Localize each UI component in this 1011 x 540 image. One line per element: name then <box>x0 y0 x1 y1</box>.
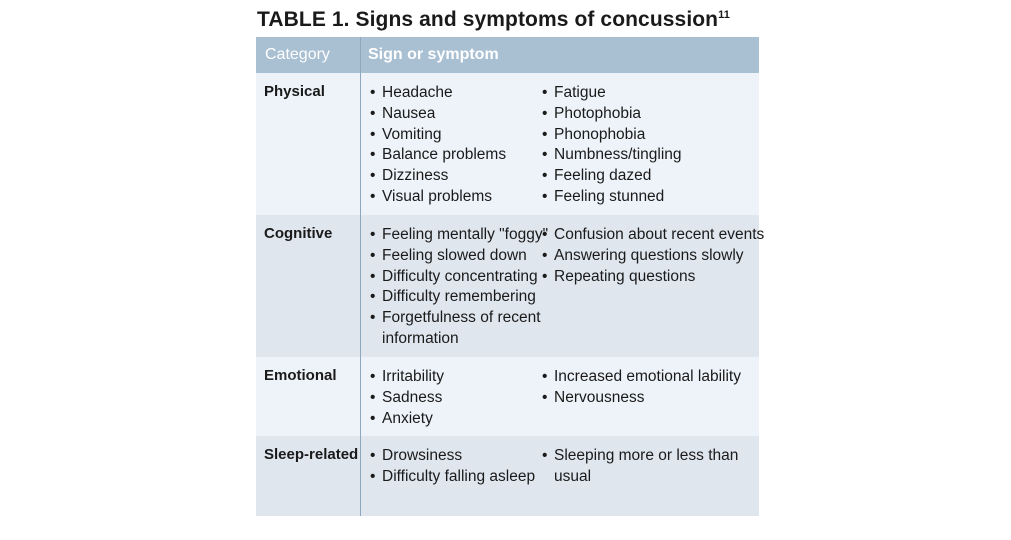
category-label: Cognitive <box>264 225 333 242</box>
list-item: Feeling slowed down <box>370 246 572 267</box>
list-item: Fatigue <box>542 83 682 104</box>
table-row-emotional: Emotional Irritability Sadness Anxiety I… <box>256 357 759 436</box>
list-item: Numbness/tingling <box>542 145 682 166</box>
list-item: Dizziness <box>370 166 506 187</box>
list-item: Photophobia <box>542 104 682 125</box>
category-label: Physical <box>264 83 325 100</box>
table-row-sleep-related: Sleep-related Drowsiness Difficulty fall… <box>256 436 759 516</box>
table-header: Category Sign or symptom <box>256 37 759 73</box>
list-item: Balance problems <box>370 145 506 166</box>
list-item: Answering questions slowly <box>542 246 764 267</box>
column-divider <box>360 37 361 516</box>
category-label: Sleep-related <box>264 446 359 463</box>
table-row-physical: Physical Headache Nausea Vomiting Balanc… <box>256 73 759 215</box>
list-item: Difficulty remembering <box>370 287 572 308</box>
list-item: Vomiting <box>370 125 506 146</box>
list-item: Visual problems <box>370 187 506 208</box>
list-item: Nervousness <box>542 388 741 409</box>
list-item: Sleeping more or less than usual <box>542 446 744 488</box>
list-item: Nausea <box>370 104 506 125</box>
list-item: Difficulty falling asleep <box>370 467 535 488</box>
symptom-list-right: Sleeping more or less than usual <box>542 446 744 488</box>
list-item: Increased emotional lability <box>542 367 741 388</box>
list-item: Feeling stunned <box>542 187 682 208</box>
list-item: Headache <box>370 83 506 104</box>
symptom-list-left: Irritability Sadness Anxiety <box>370 367 444 429</box>
reference-superscript: 11 <box>718 9 730 21</box>
list-item: Forgetfulness of recent information <box>370 308 572 350</box>
list-item: Irritability <box>370 367 444 388</box>
list-item: Feeling dazed <box>542 166 682 187</box>
symptom-list-left: Headache Nausea Vomiting Balance problem… <box>370 83 506 208</box>
table-row-cognitive: Cognitive Feeling mentally "foggy" Feeli… <box>256 215 764 357</box>
symptom-list-left: Drowsiness Difficulty falling asleep <box>370 446 535 488</box>
list-item: Sadness <box>370 388 444 409</box>
table-title: TABLE 1. Signs and symptoms of concussio… <box>257 8 730 31</box>
symptom-list-right: Fatigue Photophobia Phonophobia Numbness… <box>542 83 682 208</box>
symptom-list-right: Confusion about recent events Answering … <box>542 225 764 287</box>
header-category: Category <box>265 46 330 63</box>
list-item: Anxiety <box>370 409 444 430</box>
symptom-list-right: Increased emotional lability Nervousness <box>542 367 741 409</box>
list-item: Confusion about recent events <box>542 225 764 246</box>
list-item: Repeating questions <box>542 267 764 288</box>
header-sign-or-symptom: Sign or symptom <box>368 46 499 63</box>
symptom-list-left: Feeling mentally "foggy" Feeling slowed … <box>370 225 572 350</box>
symptoms-table: Category Sign or symptom Physical Headac… <box>256 37 764 516</box>
category-label: Emotional <box>264 367 337 384</box>
list-item: Phonophobia <box>542 125 682 146</box>
list-item: Difficulty concentrating <box>370 267 572 288</box>
list-item: Drowsiness <box>370 446 535 467</box>
list-item: Feeling mentally "foggy" <box>370 225 572 246</box>
